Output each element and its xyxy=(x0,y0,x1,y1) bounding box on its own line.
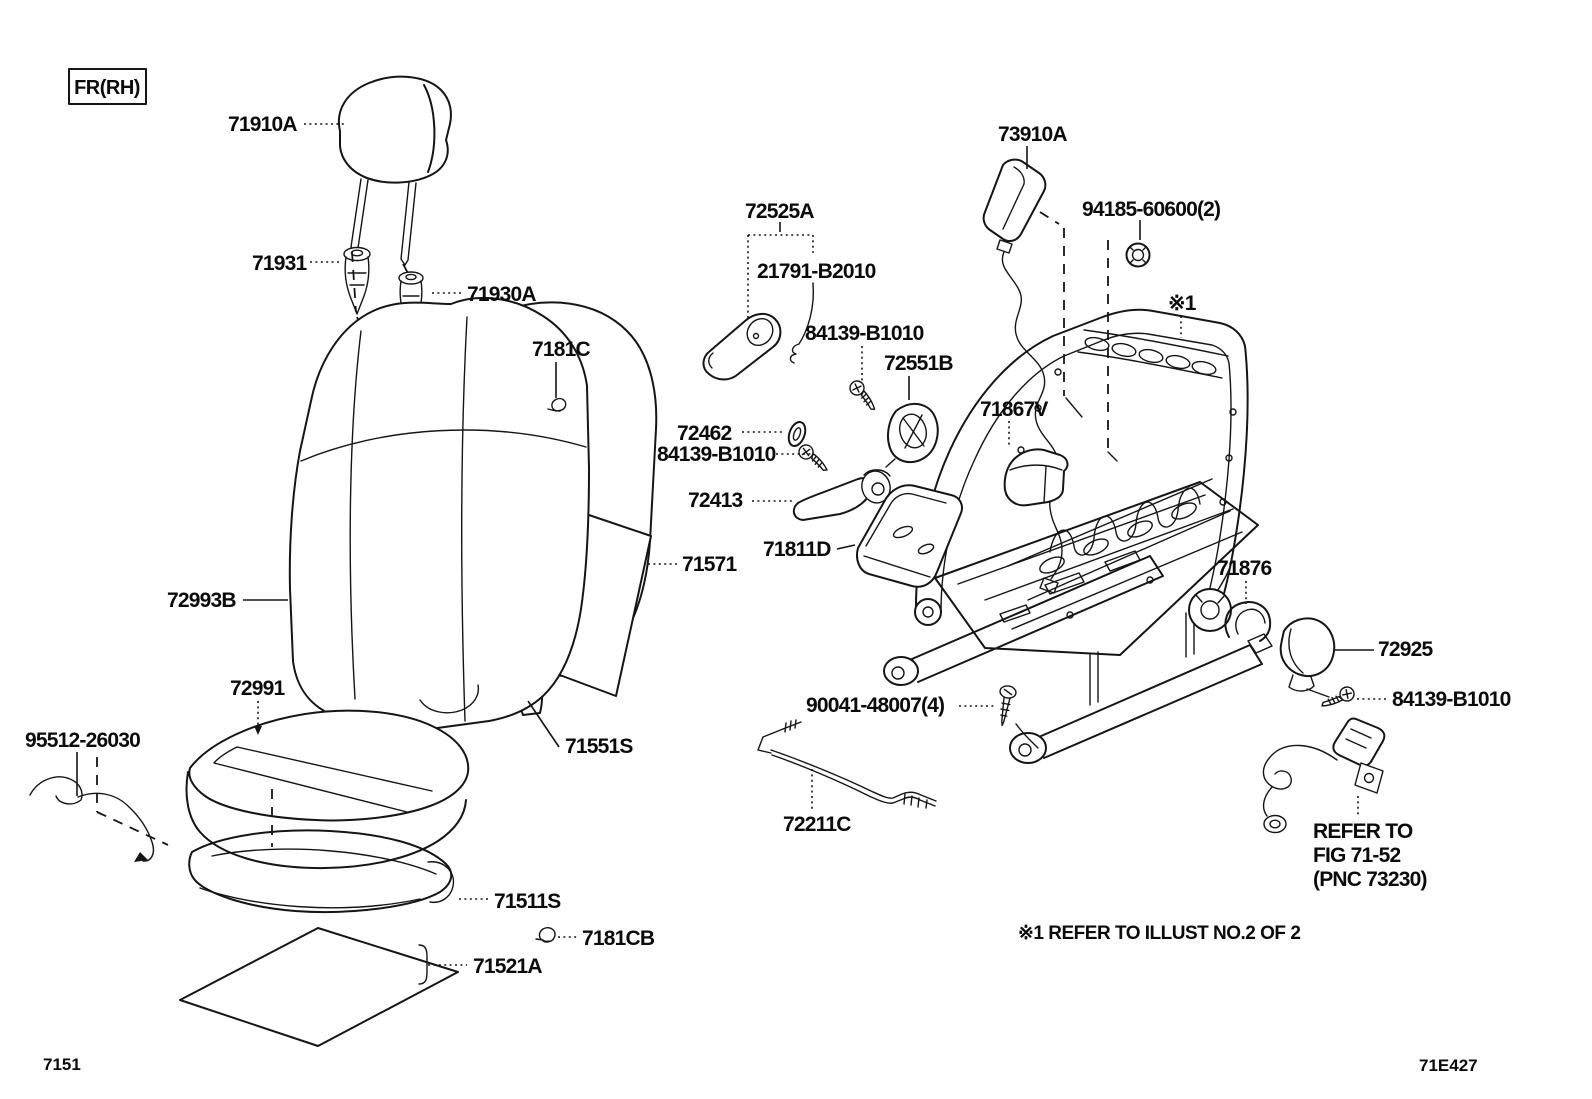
clip-71876-illustration xyxy=(1224,601,1272,642)
headrest-illustration xyxy=(337,75,452,266)
part-label-71910a: 71910A xyxy=(228,113,297,136)
part-label-72991: 72991 xyxy=(230,677,286,700)
cap-72925-illustration xyxy=(1279,617,1336,698)
seatbelt-buckle-illustration xyxy=(1262,717,1386,834)
recline-release-handle-illustration xyxy=(702,282,815,381)
part-label-71511s: 71511S xyxy=(494,890,561,913)
part-label-71931: 71931 xyxy=(252,252,308,275)
part-label-84139-b1010-2: 84139-B1010 xyxy=(657,443,776,466)
cushion-pad-illustration xyxy=(188,829,455,914)
shield-71811d-illustration xyxy=(856,484,963,588)
part-label-7181cb: 7181CB xyxy=(582,927,655,950)
lever-72413-illustration xyxy=(792,469,891,521)
part-label-71867v: 71867V xyxy=(980,398,1048,421)
refer-note-line-3: (PNC 73230) xyxy=(1313,868,1427,891)
part-label-71811d: 71811D xyxy=(763,538,831,561)
footnote: ※1 REFER TO ILLUST NO.2 OF 2 xyxy=(1018,923,1300,944)
seatback-cover-illustration xyxy=(288,297,590,732)
screw-84139-glyph-3 xyxy=(1320,682,1358,717)
clip-7181cb-glyph xyxy=(535,927,556,943)
part-label-72413: 72413 xyxy=(688,489,743,512)
part-label-71571: 71571 xyxy=(682,553,738,576)
refer-note-line-2: FIG 71-52 xyxy=(1313,844,1400,867)
washer-72462-glyph xyxy=(787,420,807,448)
part-label-72462: 72462 xyxy=(677,422,732,445)
part-label-72993b: 72993B xyxy=(167,589,236,612)
screw-84139-glyph-1 xyxy=(845,377,884,412)
part-label-72211c: 72211C xyxy=(783,813,851,836)
part-label-7181c: 7181C xyxy=(532,338,591,361)
part-label-72551b: 72551B xyxy=(884,352,953,375)
nut-94185-glyph xyxy=(1125,242,1151,268)
airbag-illustration xyxy=(982,158,1118,594)
handle-bezel-72551b-illustration xyxy=(885,402,939,468)
page-code-left: 7151 xyxy=(43,1055,81,1074)
cushion-cover-illustration xyxy=(96,709,470,870)
direction-badge: FR(RH) xyxy=(68,68,147,105)
part-label-84139-b1010-3: 84139-B1010 xyxy=(1392,688,1511,711)
lumbar-wire-illustration xyxy=(29,776,155,862)
bolt-pointer-line xyxy=(1015,723,1039,749)
part-label-72525a: 72525A xyxy=(745,200,814,223)
part-label-73910a: 73910A xyxy=(998,123,1067,146)
part-label-21791-b2010: 21791-B2010 xyxy=(757,260,876,283)
part-label-84139-b1010-1: 84139-B1010 xyxy=(805,322,924,345)
bolt-90041-glyph xyxy=(999,685,1017,727)
part-label-72925: 72925 xyxy=(1378,638,1434,661)
screw-84139-glyph-2 xyxy=(795,441,834,473)
part-label-90041-48007: 90041-48007(4) xyxy=(806,694,944,717)
part-label-71521a: 71521A xyxy=(473,955,542,978)
part-label-71876: 71876 xyxy=(1217,557,1272,580)
page-code-right: 71E427 xyxy=(1419,1056,1478,1075)
leader-lines xyxy=(76,123,1389,966)
bracket-71867v-illustration xyxy=(1003,448,1069,507)
direction-badge-label: FR(RH) xyxy=(74,77,140,99)
cushion-spring-illustration xyxy=(179,927,459,1047)
part-label-95512-26030: 95512-26030 xyxy=(25,729,140,752)
rod-72211c-illustration xyxy=(757,719,937,809)
refer-note-line-1: REFER TO xyxy=(1313,820,1413,843)
part-label-71930a: 71930A xyxy=(467,283,536,306)
clip-7181c-glyph xyxy=(547,397,567,412)
part-label-94185-60600: 94185-60600(2) xyxy=(1082,198,1220,221)
part-label-71551s: 71551S xyxy=(565,735,633,758)
frame-marker-label: ※1 xyxy=(1168,292,1197,315)
